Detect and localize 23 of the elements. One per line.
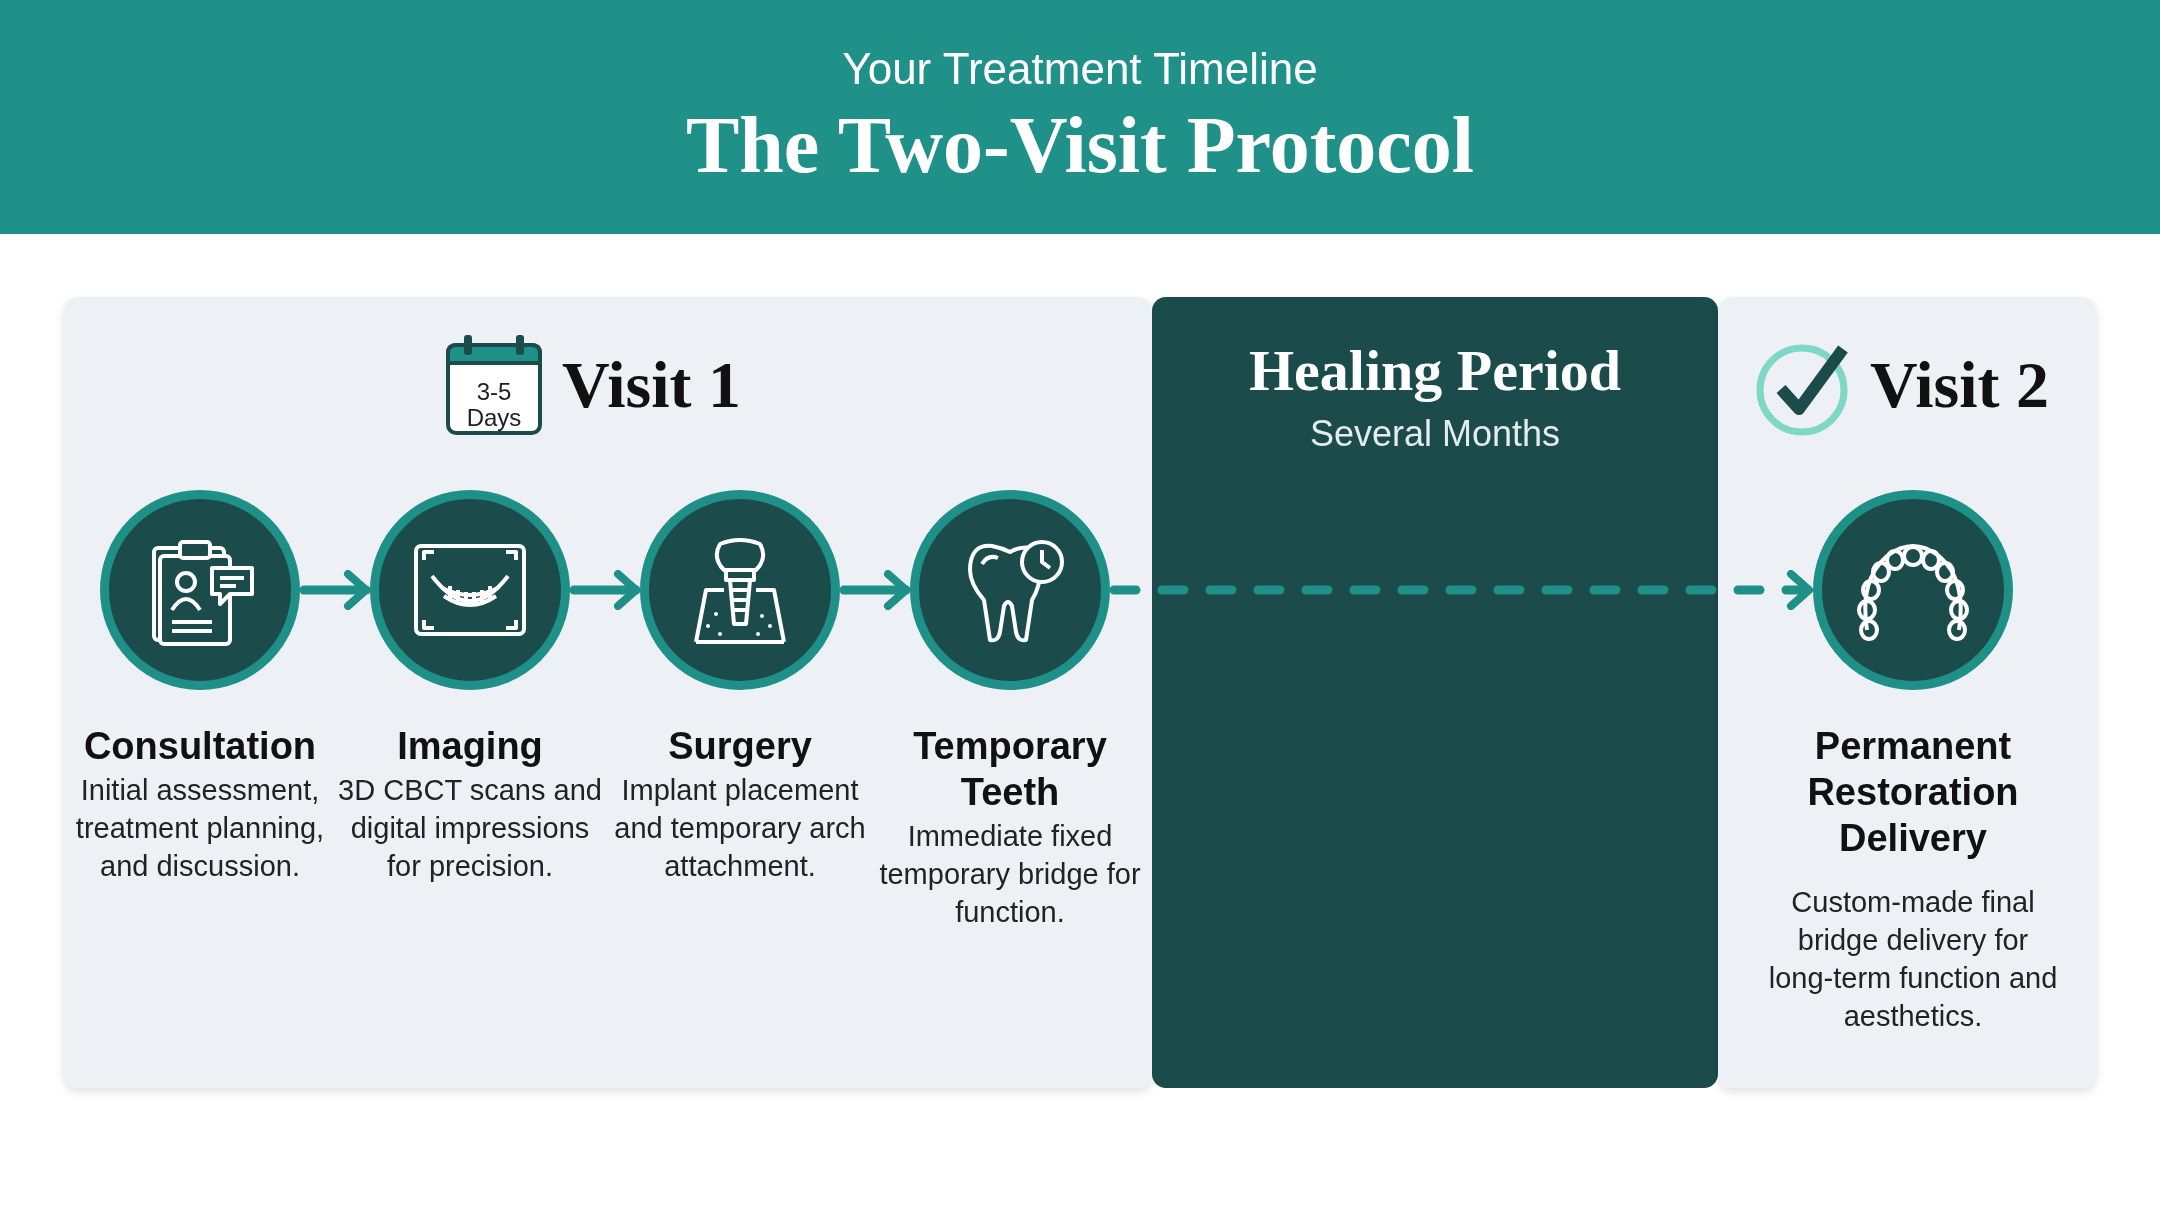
step-heading: Consultation	[82, 724, 318, 769]
panel-subheading: Several Months	[1308, 413, 1562, 455]
arrow	[569, 570, 641, 610]
title: The Two-Visit Protocol	[684, 100, 1476, 191]
arrow	[839, 570, 911, 610]
arrow	[299, 570, 371, 610]
arrow	[1109, 570, 1814, 610]
visit-panel	[64, 297, 1152, 1088]
step-description: 3D CBCT scans and digital impressions for precision.	[337, 773, 603, 884]
panel-heading: Visit 2	[1870, 347, 2050, 423]
step-description: Initial assessment, treatment planning, and discussion.	[74, 773, 326, 884]
step-heading: Imaging	[396, 724, 544, 769]
panel-heading: Healing Period	[1247, 337, 1623, 404]
step-heading: Temporary Teeth	[912, 724, 1108, 815]
day-count-text: 3-5 Days	[465, 379, 523, 431]
subtitle: Your Treatment Timeline	[841, 44, 1319, 94]
visit-panel	[1718, 297, 2096, 1088]
step-description: Immediate fixed temporary bridge for function.	[878, 819, 1142, 930]
step-heading: Permanent Restoration Delivery	[1806, 724, 2020, 861]
step-description: Custom-made final bridge delivery for long-term function and aesthetics.	[1768, 885, 2058, 1034]
panel-heading: Visit 1	[562, 347, 742, 423]
step-heading: Surgery	[667, 724, 813, 769]
step-description: Implant placement and temporary arch attachment.	[613, 773, 867, 884]
